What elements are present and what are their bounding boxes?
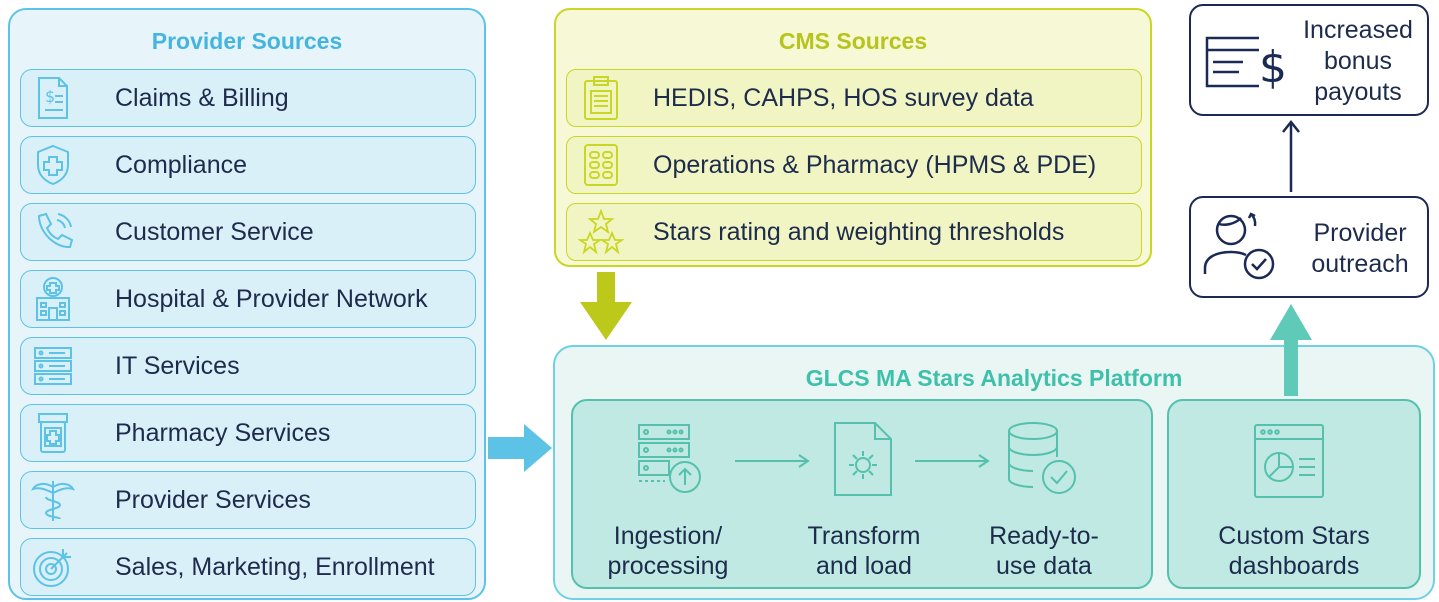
cms-to-platform-arrow: [580, 272, 632, 340]
hospital-icon: [27, 275, 79, 323]
source-label: Claims & Billing: [115, 83, 289, 112]
bonus-payouts-box: $ Increased bonus payouts: [1189, 4, 1429, 116]
outreach-label-line: Provider: [1313, 219, 1407, 247]
cms-source-label: Operations & Pharmacy (HPMS & PDE): [653, 150, 1097, 179]
stars-icon: [575, 208, 627, 256]
source-customer-service: Customer Service: [20, 203, 476, 261]
cms-source-stars-rating: Stars rating and weighting thresholds: [566, 203, 1142, 261]
platform-title: GLCS MA Stars Analytics Platform: [805, 365, 1183, 391]
document-gear-icon: [834, 422, 892, 496]
outreach-label: Provider outreach: [1295, 218, 1425, 280]
cms-sources-panel: CMS Sources HEDIS, CAHPS, HOS survey dat…: [554, 8, 1152, 267]
step-label-ingestion: Ingestion/ processing: [593, 521, 743, 581]
source-label: Sales, Marketing, Enrollment: [115, 552, 435, 581]
dashboards-label: Custom Stars dashboards: [1179, 521, 1409, 581]
source-label: Pharmacy Services: [115, 418, 331, 447]
dashboards-to-outreach-arrow: [1270, 304, 1312, 396]
source-provider-services: Provider Services: [20, 471, 476, 529]
source-pharmacy-services: Pharmacy Services: [20, 404, 476, 462]
cms-sources-title: CMS Sources: [778, 28, 928, 54]
source-hospital-network: Hospital & Provider Network: [20, 270, 476, 328]
source-claims-billing: $ Claims & Billing: [20, 69, 476, 127]
provider-outreach-box: Provider outreach: [1189, 196, 1429, 298]
source-label: IT Services: [115, 351, 240, 380]
pill-bottle-icon: [27, 409, 79, 457]
pipeline-arrow-1: [735, 454, 810, 468]
cms-source-label: Stars rating and weighting thresholds: [653, 217, 1065, 246]
bonus-label: Increased bonus payouts: [1295, 15, 1421, 108]
source-label: Provider Services: [115, 485, 311, 514]
outreach-label-line: outreach: [1311, 250, 1409, 278]
step-label-line: Ready-to-: [989, 522, 1099, 550]
shield-cross-icon: [27, 141, 79, 189]
source-label: Compliance: [115, 150, 248, 179]
step-label-line: Ingestion/: [613, 522, 723, 550]
payment-card-dollar-icon: $: [1205, 36, 1287, 92]
cms-source-survey-data: HEDIS, CAHPS, HOS survey data: [566, 69, 1142, 127]
database-check-icon: [1008, 422, 1076, 494]
svg-text:$: $: [1259, 42, 1287, 92]
provider-sources-title: Provider Sources: [151, 28, 343, 54]
clipboard-icon: [575, 74, 627, 122]
caduceus-icon: [27, 476, 79, 524]
provider-sources-panel: Provider Sources $ Claims & Billing Comp…: [8, 8, 486, 600]
pipeline-box: Ingestion/ processing Transform and load…: [571, 399, 1153, 589]
cms-source-operations: Operations & Pharmacy (HPMS & PDE): [566, 136, 1142, 194]
source-label: Customer Service: [115, 217, 314, 246]
target-icon: [27, 543, 79, 591]
dashboards-label-line: dashboards: [1228, 552, 1360, 580]
svg-text:$: $: [45, 87, 55, 106]
pipeline-arrow-2: [915, 454, 990, 468]
step-label-line: use data: [996, 552, 1092, 580]
phone-icon: [27, 208, 79, 256]
step-label-ready-data: Ready-to- use data: [969, 521, 1119, 581]
dashboards-box: Custom Stars dashboards: [1167, 399, 1421, 589]
step-label-line: Transform: [807, 522, 921, 550]
dashboard-chart-icon: [1254, 424, 1324, 498]
step-label-line: and load: [816, 552, 912, 580]
provider-to-platform-arrow: [488, 424, 552, 472]
billing-document-icon: $: [27, 74, 79, 122]
source-sales-marketing: Sales, Marketing, Enrollment: [20, 538, 476, 596]
cms-source-label: HEDIS, CAHPS, HOS survey data: [653, 83, 1034, 112]
step-label-line: processing: [607, 552, 729, 580]
source-label: Hospital & Provider Network: [115, 284, 428, 313]
bonus-label-line: payouts: [1314, 78, 1402, 106]
pills-icon: [575, 141, 627, 189]
bonus-label-line: bonus: [1323, 47, 1393, 75]
outreach-to-bonus-arrow: [1282, 119, 1300, 192]
server-icon: [27, 342, 79, 390]
source-it-services: IT Services: [20, 337, 476, 395]
bonus-label-line: Increased: [1303, 16, 1413, 44]
source-compliance: Compliance: [20, 136, 476, 194]
server-upload-icon: [638, 424, 701, 493]
step-label-transform: Transform and load: [789, 521, 939, 581]
person-check-icon: [1203, 212, 1275, 280]
dashboards-label-line: Custom Stars: [1218, 522, 1370, 550]
